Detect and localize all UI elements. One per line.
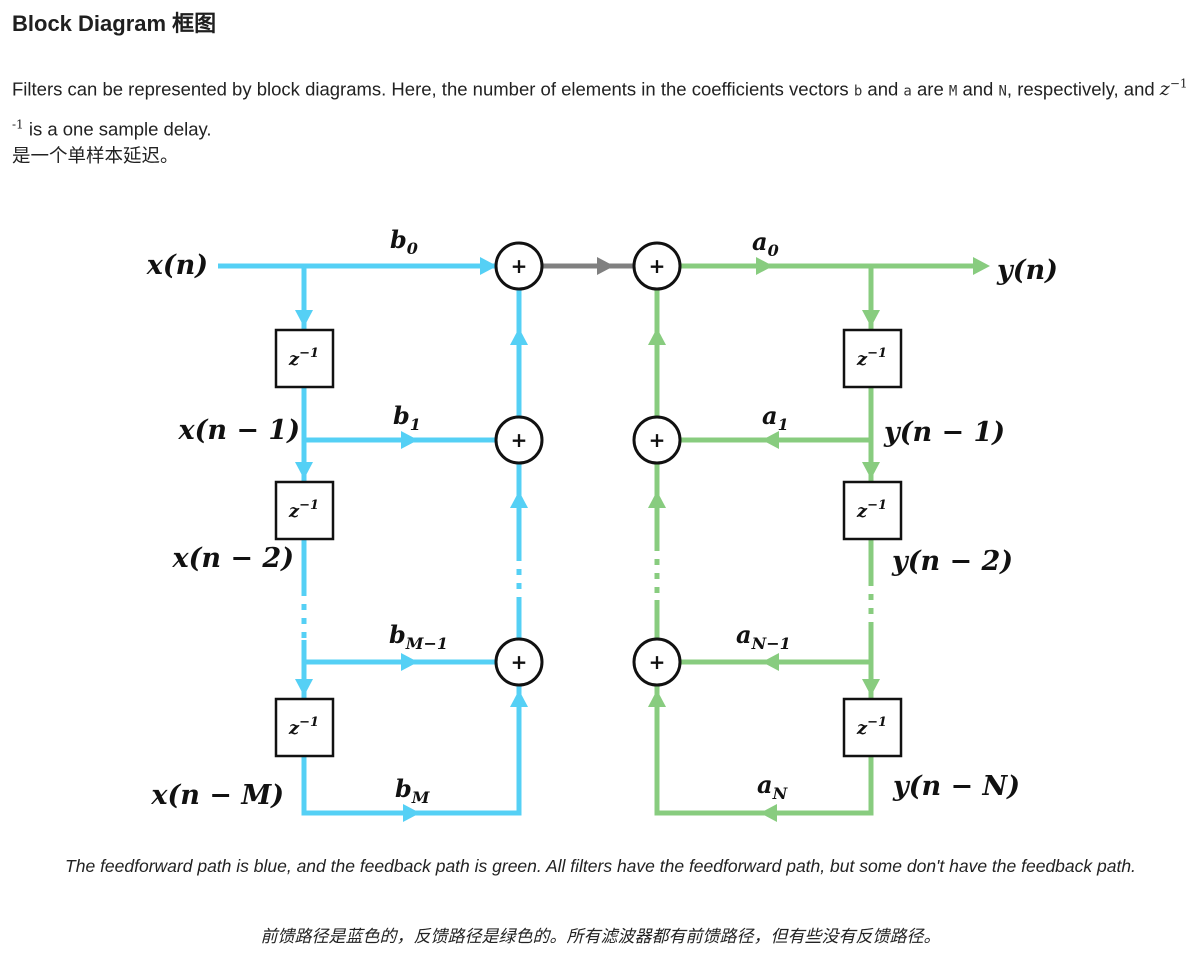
label-bm-1: bM−1 [389,620,448,653]
diagram-labels: x(n) x(n − 1) x(n − 2) x(n − M) y(n) y(n − 1)… [146,225,1058,811]
arrow-link [597,257,614,275]
label-an-1: aN−1 [736,620,791,653]
adder-fb-1: + [632,415,682,465]
adder-ff-1-plus: + [511,428,528,452]
arrow-a1 [762,431,779,449]
m-code: M [948,83,958,100]
intro-text-3: are [911,78,949,100]
intro-text-5: , respectively, and [1006,78,1160,100]
label-b1: b1 [393,401,421,434]
n-code: N [998,83,1007,100]
delay-x-m-box [274,697,335,758]
intro-paragraph: Filters can be represented by block diag… [12,68,1192,147]
adder-ff-0-plus: + [511,254,528,278]
adder-ff-0: + [494,241,544,291]
z-symbol: z [1159,78,1170,101]
intro-text-1: Filters can be represented by block diag… [12,78,854,100]
arrow-x-down-3 [295,679,313,696]
adder-ff-2: + [494,637,544,687]
caption-english: The feedforward path is blue, and the fe… [65,856,1136,876]
label-x-n-2: x(n − 2) [172,543,295,574]
caption-chinese: 前馈路径是蓝色的，反馈路径是绿色的。所有滤波器都有前馈路径，但有些没有反馈路径。 [260,927,941,947]
delay-x-2-box [274,480,335,541]
adder-fb-0: + [632,241,682,291]
adder-fb-1-plus: + [649,428,666,452]
label-x-n-1: x(n − 1) [178,415,301,446]
delay-x-1-box [274,328,335,389]
arrow-fb-up-1 [648,328,666,345]
adder-ff-0-circle [494,241,544,291]
label-y-n-1: y(n − 1) [883,417,1005,448]
label-a0: a0 [752,227,779,260]
delay-x-1: z−1 [274,328,335,389]
delay-y-n-box [842,697,903,758]
delay-x-m: z−1 [274,697,335,758]
arrow-bm1 [401,653,418,671]
adder-fb-2-plus: + [649,650,666,674]
z-exponent: −1 [1169,77,1188,91]
delay-blocks: z−1 z−1 z−1 z−1 z−1 z−1 [274,328,903,758]
arrow-an1 [762,653,779,671]
coeff-b-code: b [853,83,863,100]
adder-ff-1: + [494,415,544,465]
intro-chinese: 是一个单样本延迟。 [12,146,179,167]
intro-text-6: is a one sample delay. [23,118,212,140]
adder-ff-2-plus: + [511,650,528,674]
diagram-arrows [295,257,990,822]
label-b0: b0 [390,225,418,258]
arrow-fb-up-2 [648,491,666,508]
delay-y-1-box [842,328,903,389]
adder-fb-0-plus: + [649,254,666,278]
label-y-n: y(n) [996,255,1058,286]
arrow-y-down-3 [862,679,880,696]
arrow-y-down-0 [862,310,880,327]
z-inverse-math: z−1 -1 [12,77,1188,140]
adder-nodes: + + + + + + [494,241,682,687]
intro-text-2: and [862,78,904,100]
arrow-b0 [480,257,497,275]
z-exponent-plain: -1 [12,117,24,132]
label-x-n: x(n) [146,250,208,281]
adder-fb-2: + [632,637,682,687]
arrow-b1 [401,431,418,449]
coeff-a-code: a [903,83,912,100]
delay-x-2: z−1 [274,480,335,541]
label-y-n-2: y(n − 2) [891,546,1013,577]
delay-y-2: z−1 [842,480,903,541]
arrow-sum-up-3 [510,690,528,707]
arrow-sum-up-1 [510,328,528,345]
arrow-an [760,804,777,822]
arrow-y-down-1 [862,462,880,479]
arrow-x-down-0 [295,310,313,327]
adder-fb-0-circle [632,241,682,291]
block-diagram: z−1z−1z−1z−1z−1z−1 ++++++ x(n)x(n − 1)x(… [146,225,1058,822]
page-title: Block Diagram 框图 [12,11,217,36]
adder-ff-2-circle [494,637,544,687]
arrow-x-down-1 [295,462,313,479]
intro-text-4: and [957,78,999,100]
delay-y-2-box [842,480,903,541]
arrow-fb-up-3 [648,690,666,707]
label-y-n-n: y(n − N) [892,771,1020,802]
label-a1: a1 [762,401,789,434]
arrow-bm [403,804,420,822]
adder-fb-2-circle [632,637,682,687]
label-x-n-m: x(n − M) [150,780,284,811]
arrow-sum-up-2 [510,491,528,508]
arrow-a0 [756,257,773,275]
delay-y-1: z−1 [842,328,903,389]
delay-y-n: z−1 [842,697,903,758]
label-bm: bM [395,774,431,807]
label-an: aN [757,770,789,803]
adder-ff-1-circle [494,415,544,465]
adder-fb-1-circle [632,415,682,465]
arrow-output [973,257,990,275]
